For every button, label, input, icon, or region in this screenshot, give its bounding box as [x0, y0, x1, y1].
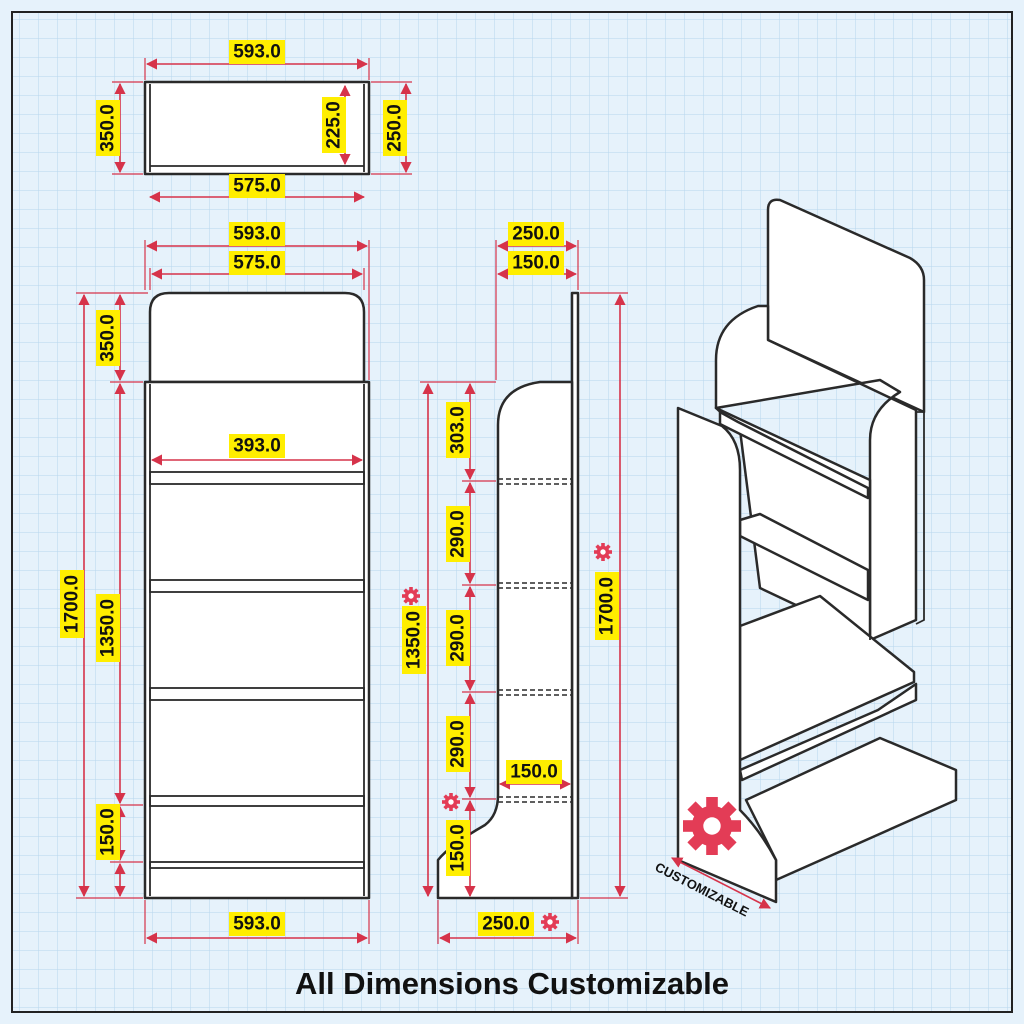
dim-label-front-overall-height: 1700.0 [60, 570, 84, 638]
dim-label-top-depth: 350.0 [96, 100, 120, 156]
front-shelf-3 [149, 687, 365, 701]
dim-label-front-shelf-width: 393.0 [229, 434, 285, 458]
gear-wrench-icon [594, 543, 612, 561]
gear-wrench-icon [402, 587, 420, 605]
dim-label-front-inner-width-top: 575.0 [229, 251, 285, 275]
dim-label-side-overall-depth-top: 250.0 [508, 222, 564, 246]
dim-label-side-gap-4: 290.0 [446, 716, 470, 772]
front-shelf-2 [149, 579, 365, 593]
svg-text:350.0: 350.0 [98, 314, 119, 362]
svg-text:593.0: 593.0 [233, 914, 281, 935]
front-header-panel [148, 291, 366, 384]
svg-text:225.0: 225.0 [324, 101, 345, 149]
isometric-view: CUSTOMIZABLE [653, 198, 958, 920]
dim-label-top-inner-width: 575.0 [229, 174, 285, 198]
svg-text:250.0: 250.0 [482, 914, 530, 935]
svg-text:593.0: 593.0 [233, 224, 281, 245]
dim-label-side-base-depth: 150.0 [506, 760, 562, 784]
svg-text:1350.0: 1350.0 [404, 611, 425, 669]
dim-label-front-overall-width-bottom: 593.0 [229, 912, 285, 936]
gear-wrench-icon [683, 797, 741, 855]
svg-text:393.0: 393.0 [233, 436, 281, 457]
dim-label-side-gap-2: 290.0 [446, 506, 470, 562]
dim-label-front-header-height: 350.0 [96, 310, 120, 366]
svg-text:290.0: 290.0 [448, 510, 469, 558]
svg-text:150.0: 150.0 [510, 762, 558, 783]
svg-text:1700.0: 1700.0 [62, 575, 83, 633]
svg-text:290.0: 290.0 [448, 614, 469, 662]
svg-text:350.0: 350.0 [98, 104, 119, 152]
dim-label-front-overall-width-top: 593.0 [229, 222, 285, 246]
svg-text:250.0: 250.0 [385, 104, 406, 152]
svg-text:250.0: 250.0 [512, 224, 560, 245]
svg-text:1700.0: 1700.0 [597, 577, 618, 635]
dim-label-side-base-height: 150.0 [446, 820, 470, 876]
svg-text:303.0: 303.0 [448, 406, 469, 454]
dim-label-side-overall-height: 1700.0 [595, 572, 619, 640]
svg-text:593.0: 593.0 [233, 42, 281, 63]
iso-shelf-1 [718, 410, 870, 500]
gear-wrench-icon [442, 793, 460, 811]
front-base-rail [149, 861, 365, 869]
svg-text:1350.0: 1350.0 [98, 599, 119, 657]
dim-label-side-gap-1: 303.0 [446, 402, 470, 458]
front-body [143, 380, 371, 900]
front-shelf-4 [149, 795, 365, 807]
dim-label-side-inner-depth-top: 150.0 [508, 251, 564, 275]
dim-label-top-inner-depth: 225.0 [322, 97, 346, 153]
dim-label-front-base-height: 150.0 [96, 804, 120, 860]
dim-label-side-body-height: 1350.0 [402, 606, 426, 674]
svg-text:150.0: 150.0 [98, 808, 119, 856]
iso-front-side-panel [676, 406, 778, 904]
top-view: 593.0 575.0 350.0 225.0 250.0 [96, 40, 412, 203]
dim-label-side-overall-depth-bottom: 250.0 [478, 912, 534, 936]
gear-wrench-icon [541, 913, 559, 931]
dim-label-side-gap-3: 290.0 [446, 610, 470, 666]
dim-label-top-side-depth: 250.0 [383, 100, 407, 156]
iso-header-board [766, 198, 926, 414]
front-shelf-1 [149, 471, 365, 485]
svg-text:150.0: 150.0 [512, 253, 560, 274]
svg-text:290.0: 290.0 [448, 720, 469, 768]
side-view: 250.0 150.0 150.0 250.0 1350.0 303.0 290… [402, 222, 628, 944]
dim-label-top-overall-width: 593.0 [229, 40, 285, 64]
front-view: 593.0 575.0 393.0 593.0 1700.0 350.0 135… [60, 222, 371, 944]
svg-text:575.0: 575.0 [233, 176, 281, 197]
svg-text:150.0: 150.0 [448, 824, 469, 872]
svg-text:575.0: 575.0 [233, 253, 281, 274]
customizable-arrow [671, 857, 771, 909]
page-title: All Dimensions Customizable [295, 966, 729, 1001]
dim-label-front-body-height: 1350.0 [96, 594, 120, 662]
